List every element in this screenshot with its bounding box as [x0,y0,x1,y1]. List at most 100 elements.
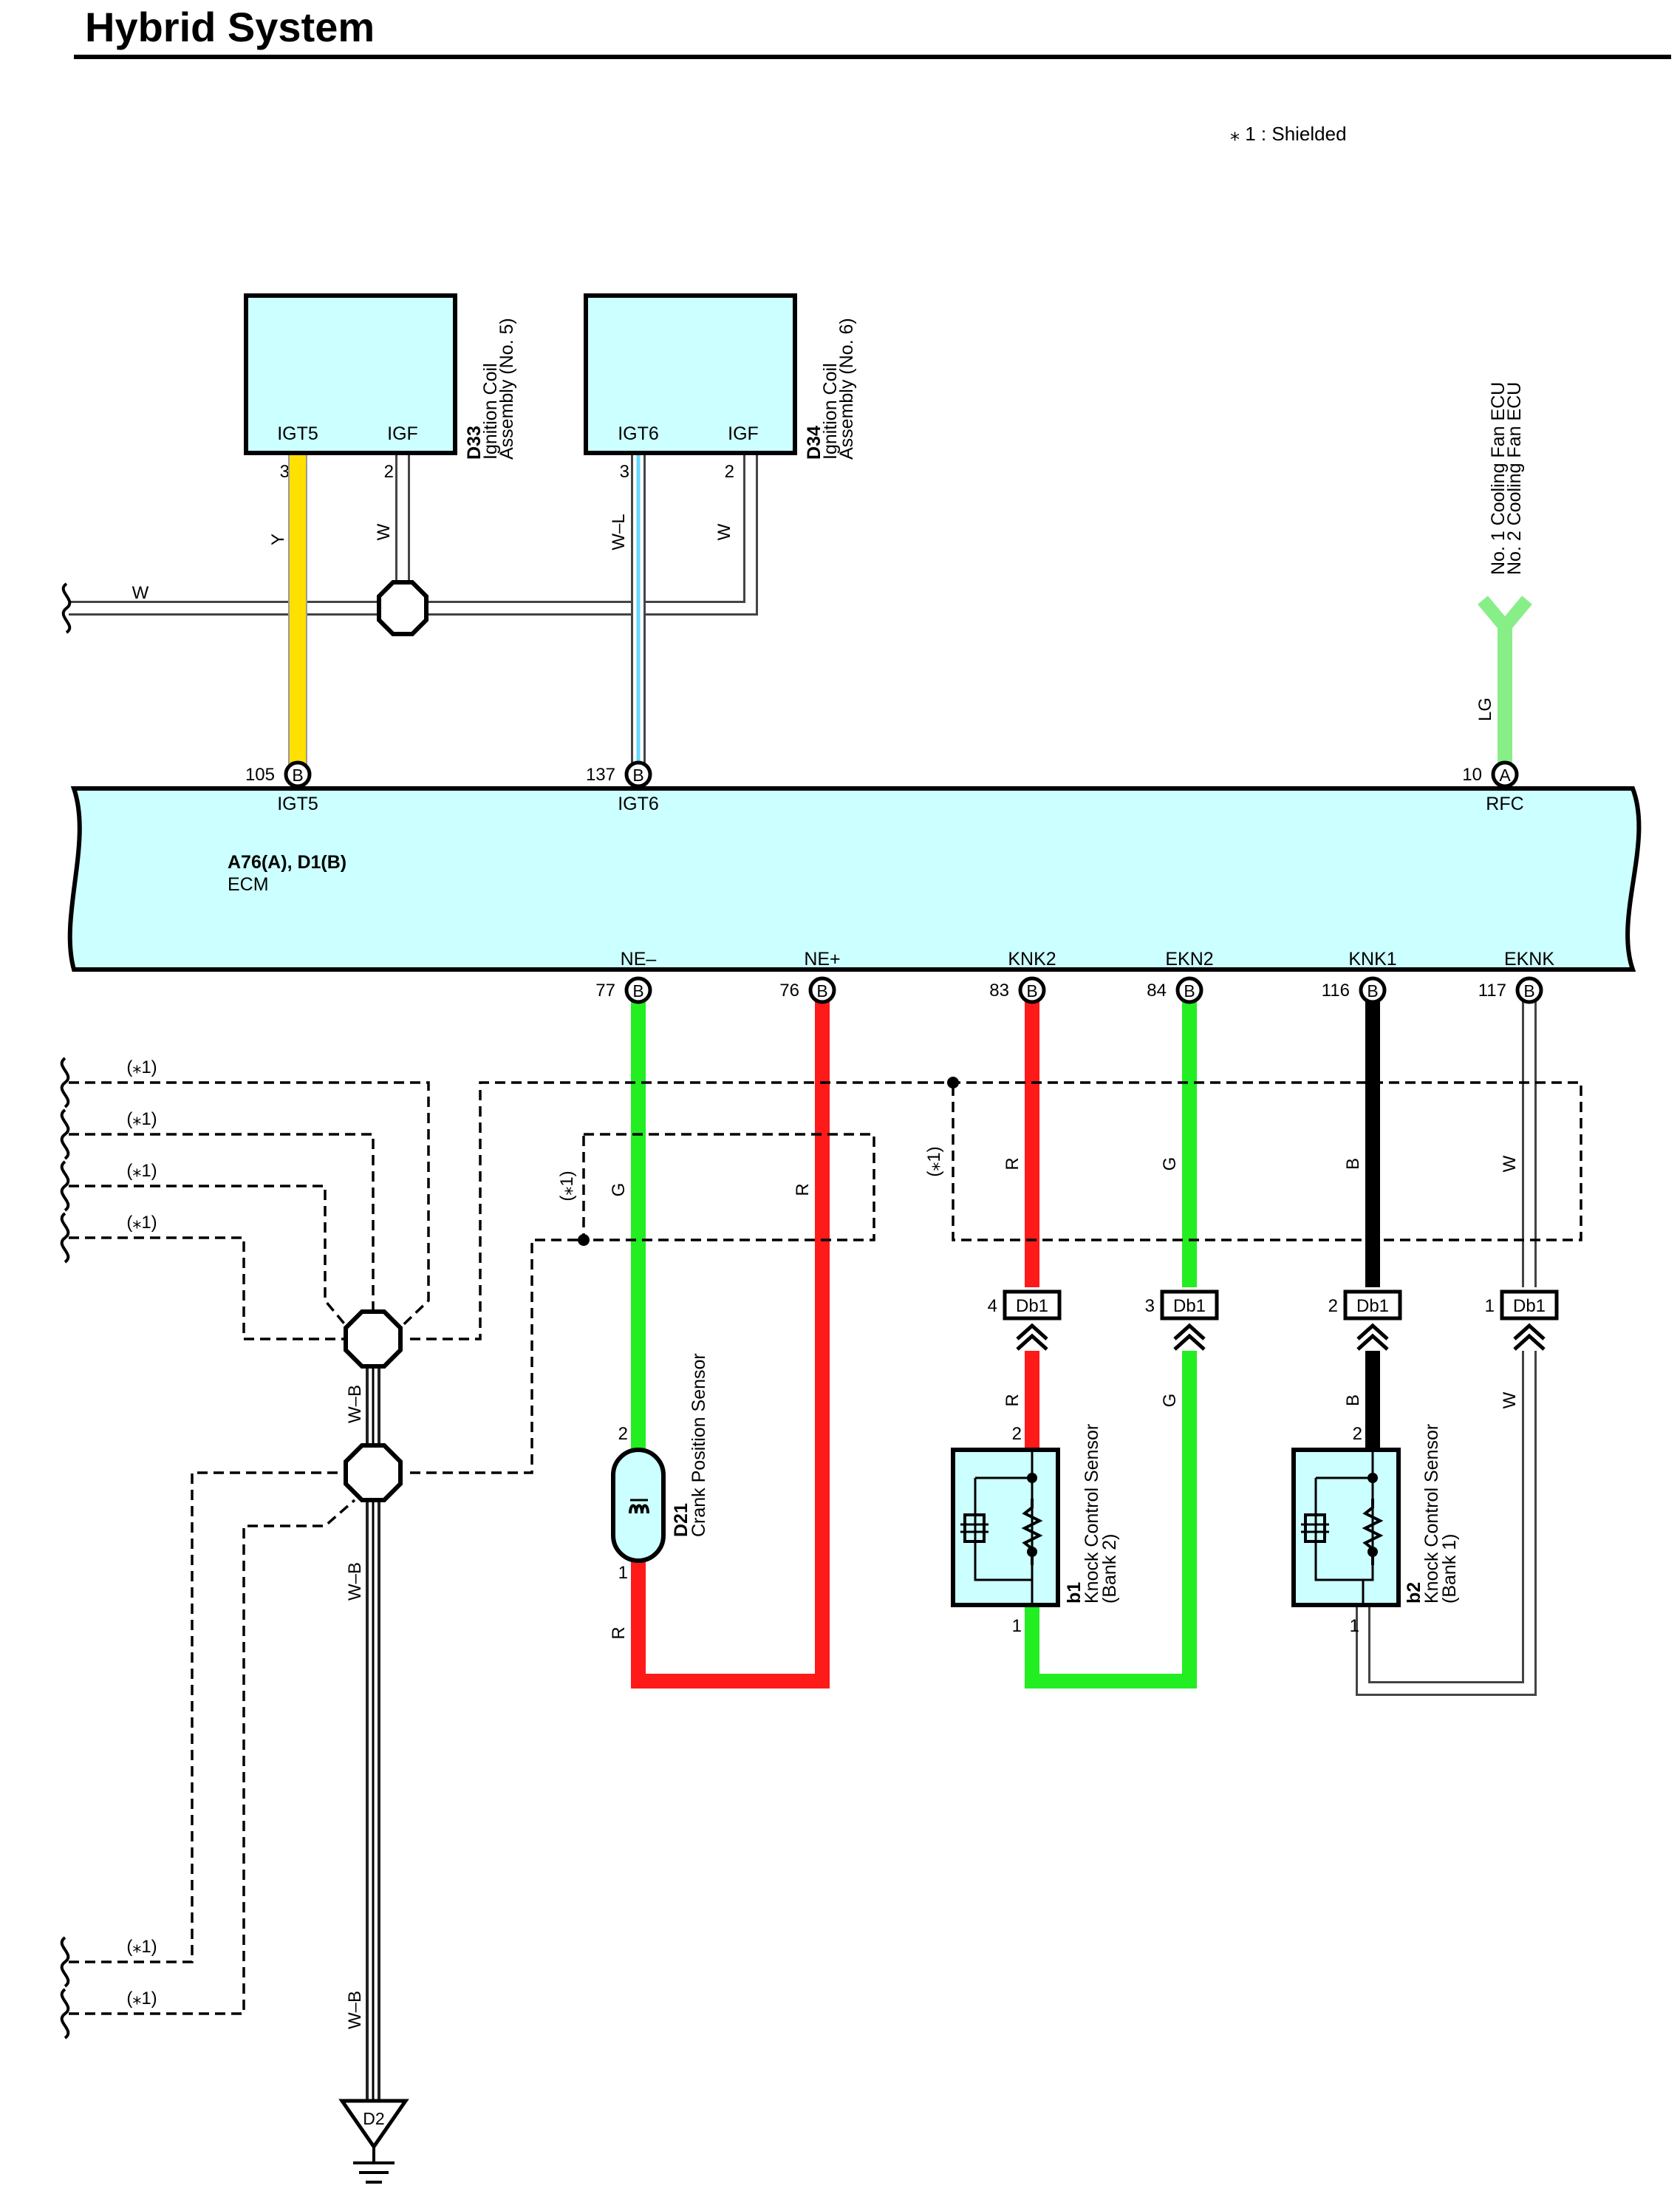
svg-text:EKN2: EKN2 [1165,949,1213,970]
svg-text:IGT6: IGT6 [618,794,659,814]
coil-6-name-1: Ignition Coil [820,363,841,460]
svg-text:(⁎1): (⁎1) [126,1161,157,1181]
ignition-coil-5: IGT5 IGF 3 2 D33 Ignition Coil Assembly … [244,293,517,482]
ecm-bottom-pin-eknk: EKNK B 117 [1478,949,1554,1004]
ecm-top-pin-igt5: B 105 IGT5 [245,760,318,814]
coil-5-pin3-no: 3 [280,462,290,482]
rfc-wire [1478,596,1532,774]
knock-sensor-bank2: 2 1 [951,1424,1060,1636]
svg-text:Db1: Db1 [1513,1296,1546,1316]
svg-text:B: B [1367,981,1378,1001]
svg-text:77: 77 [595,981,615,1001]
ground-d2: D2 [338,2099,409,2184]
ecm-top-pin-rfc: A 10 RFC [1462,760,1524,814]
knock1-code: b2 [1404,1582,1424,1604]
ecm-name: ECM [228,874,269,895]
ground-code: D2 [363,2109,384,2128]
svg-text:EKNK: EKNK [1504,949,1554,970]
svg-text:Db1: Db1 [1173,1296,1206,1316]
svg-text:B: B [292,766,303,785]
svg-text:76: 76 [779,981,799,1001]
knock2-pin-bottom: 1 [1012,1616,1022,1636]
igf-bus-color-label: W [132,583,149,603]
ground-wire-color-label-2: W–B [345,1562,365,1601]
svg-text:G: G [1160,1394,1180,1408]
svg-text:NE+: NE+ [804,949,840,970]
shield-node-knock [947,1077,959,1088]
wire-break-symbol [61,582,72,634]
svg-text:R: R [1003,1394,1022,1406]
crank-position-sensor: 2 1 [611,1424,666,1583]
igt6-wire-color-label: W–L [609,514,629,550]
svg-text:R: R [1003,1157,1022,1170]
shield-node-crank [578,1234,590,1246]
svg-text:Db1: Db1 [1356,1296,1389,1316]
coil-6-code: D34 [804,426,824,460]
shield-junction-lower [344,1443,403,1502]
ground-wire-color-label-1: W–B [345,1385,365,1423]
igt5-wire-color-label: Y [268,534,288,545]
page-title: Hybrid System [85,4,375,50]
svg-text:(⁎1): (⁎1) [126,1989,157,2008]
svg-text:A: A [1499,766,1511,785]
coil-6-pin-igf: IGF [728,423,759,444]
knock2-code: b1 [1064,1582,1085,1604]
knock2-pin-top: 2 [1012,1424,1022,1444]
ecm-bottom-pin-ekn2: EKN2 B 84 [1147,949,1214,1004]
coil-5-box [244,293,457,455]
db1-connector-knk2: Db1 4 [988,1289,1062,1351]
shield-labels-left: (⁎1) (⁎1) (⁎1) (⁎1) (⁎1) (⁎1) [126,1057,157,2008]
fan-ecu-label-2: No. 2 Cooling Fan ECU [1504,382,1525,575]
coil-6-box [584,293,797,455]
svg-text:83: 83 [989,981,1009,1001]
svg-text:B: B [1343,1158,1363,1170]
svg-text:W: W [1500,1391,1520,1408]
coil-5-pin2-no: 2 [384,462,394,482]
rfc-wire-color-label: LG [1475,698,1495,721]
svg-text:R: R [793,1183,813,1196]
crank-pin-top: 2 [618,1424,628,1444]
splice-junction-igf [377,580,428,636]
svg-text:R: R [609,1626,629,1639]
svg-text:Db1: Db1 [1016,1296,1048,1316]
knock2-name: Knock Control Sensor [1082,1424,1102,1604]
svg-text:NE–: NE– [621,949,657,970]
svg-text:1: 1 [1485,1296,1495,1316]
ecm-bottom-pin-ne-plus: NE+ B 76 [779,949,841,1004]
svg-text:RFC: RFC [1486,794,1523,814]
coil-5-name-2: Assembly (No. 5) [496,318,517,460]
svg-text:10: 10 [1462,765,1482,785]
left-wire-breaks [60,1057,70,2040]
svg-text:KNK2: KNK2 [1008,949,1056,970]
ecm-bottom-pin-knk2: KNK2 B 83 [989,949,1056,1004]
coil-6-pin-igt6: IGT6 [618,423,659,444]
svg-text:G: G [1160,1157,1180,1171]
svg-text:W: W [1500,1155,1520,1172]
ecm-bottom-pin-ne-minus: NE– B 77 [595,949,657,1004]
ignition-coil-6: IGT6 IGF 3 2 D34 Ignition Coil Assembly … [584,293,857,482]
shield-label-crank: (⁎1) [557,1171,577,1201]
svg-text:2: 2 [1328,1296,1338,1316]
coil-6-pin2-no: 2 [725,462,734,482]
knock1-pin-bottom: 1 [1350,1616,1359,1636]
svg-text:(⁎1): (⁎1) [126,1057,157,1077]
knock1-name: Knock Control Sensor [1421,1424,1442,1604]
svg-text:G: G [609,1183,629,1197]
knock1-pin-top: 2 [1353,1424,1362,1444]
ecm-box [67,786,1642,972]
eknk-wire [1356,992,1537,1696]
svg-text:B: B [1523,981,1534,1001]
ground-wire-color-label-3: W–B [345,1991,365,2029]
svg-text:B: B [1343,1394,1363,1406]
coil-5-pin-igf: IGF [387,423,418,444]
svg-text:(⁎1): (⁎1) [126,1109,157,1129]
svg-text:116: 116 [1322,981,1350,1001]
svg-text:(⁎1): (⁎1) [126,1937,157,1957]
svg-text:3: 3 [1145,1296,1155,1316]
ecm-bottom-pin-knk1: KNK1 B 116 [1322,949,1397,1004]
crank-sensor-name: Crank Position Sensor [689,1353,709,1537]
svg-text:84: 84 [1147,981,1167,1001]
svg-text:105: 105 [245,765,275,785]
shield-label-knock: (⁎1) [924,1146,944,1176]
svg-text:4: 4 [988,1296,997,1316]
